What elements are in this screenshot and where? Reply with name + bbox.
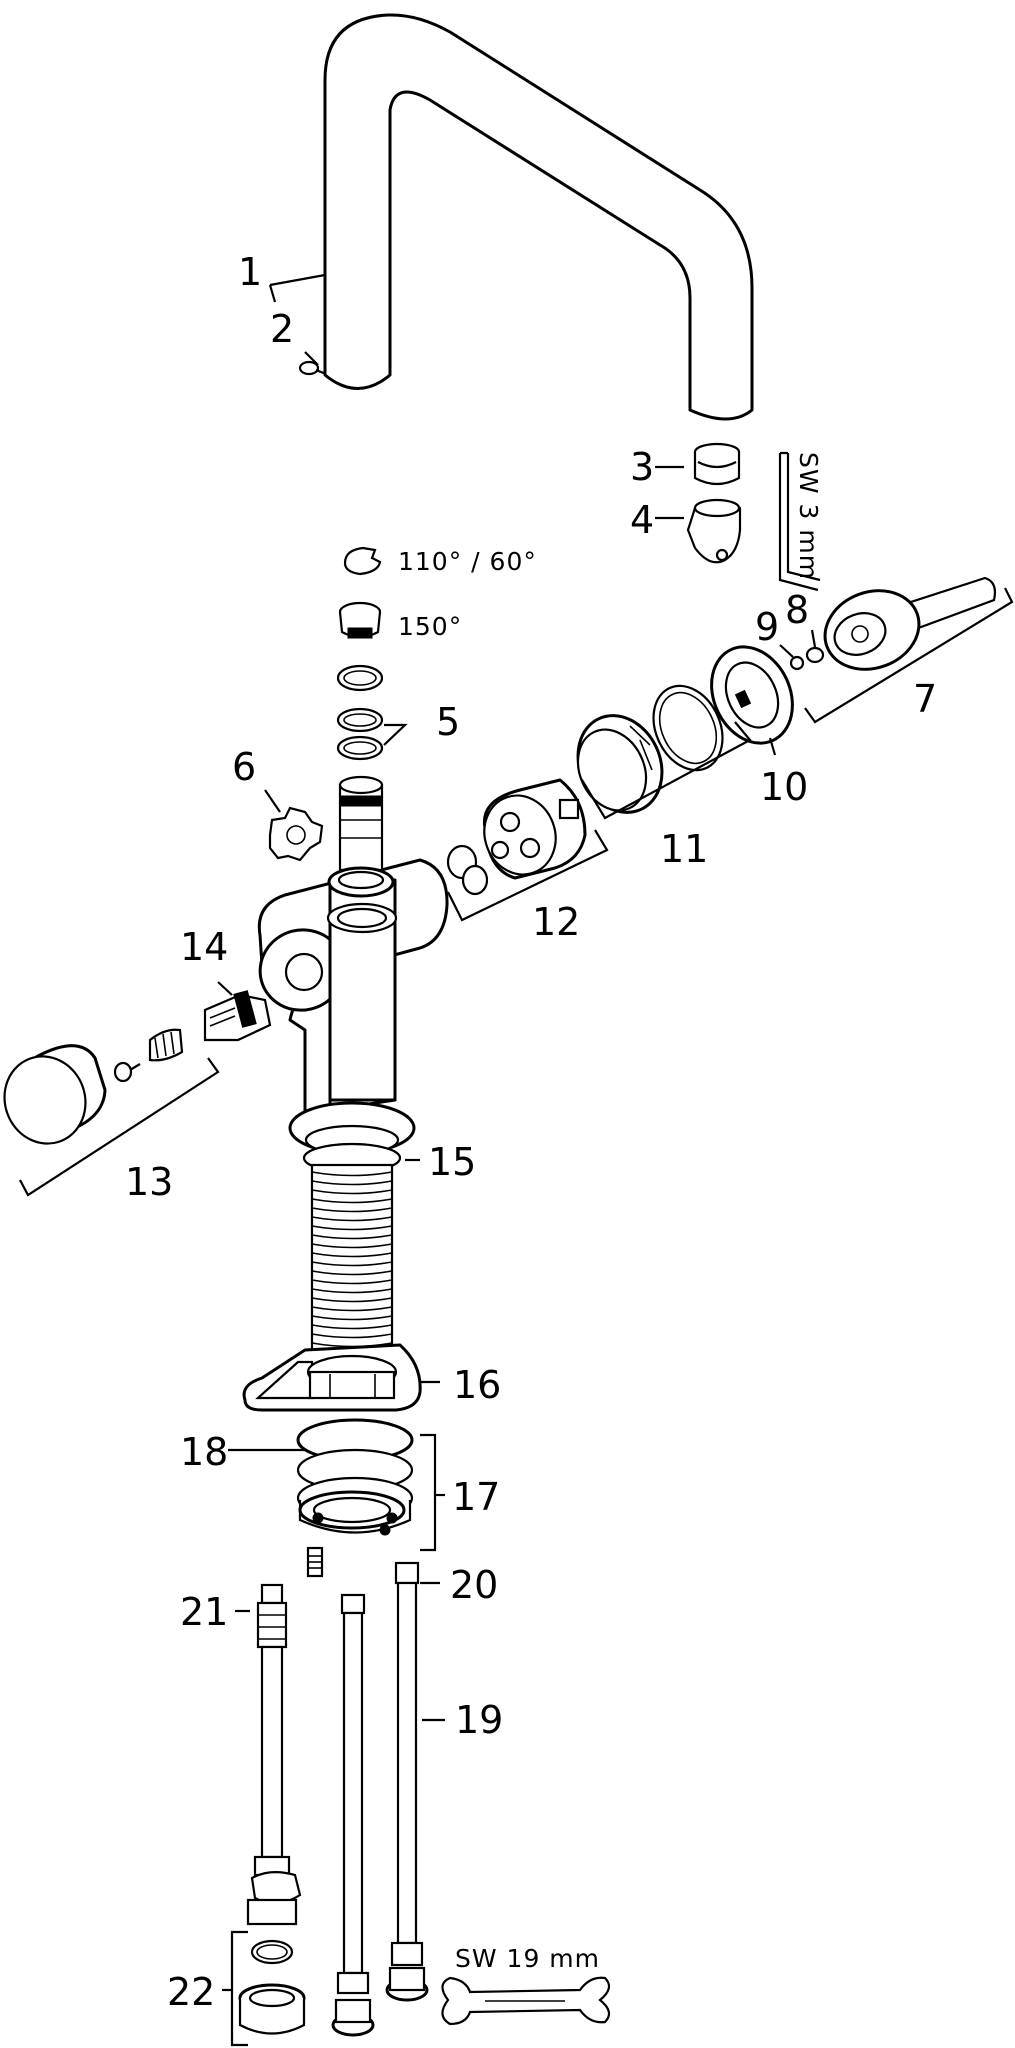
thread-line xyxy=(311,1252,393,1258)
cover-cap-10 xyxy=(710,645,794,745)
thread-line xyxy=(311,1234,393,1240)
label-6: 6 xyxy=(232,745,256,789)
spout xyxy=(323,13,754,421)
label-15: 15 xyxy=(428,1140,476,1184)
seal-and-nut-22 xyxy=(238,1939,306,2035)
label-19: 19 xyxy=(455,1698,503,1742)
star-nut xyxy=(268,806,324,862)
supply-hose-19 xyxy=(331,1593,375,2037)
screw-small xyxy=(298,360,327,376)
angle-110-60-label: 110° / 60° xyxy=(398,547,537,576)
label-20: 20 xyxy=(450,1563,498,1607)
thread-line xyxy=(311,1270,393,1276)
supply-hose-21 xyxy=(246,1583,302,1926)
label-22: 22 xyxy=(167,1970,215,2014)
label-2: 2 xyxy=(270,307,294,351)
hex-key-label: SW 3 mm xyxy=(794,452,823,580)
thread-line xyxy=(311,1279,393,1285)
thread-line xyxy=(311,1198,393,1204)
label-21: 21 xyxy=(180,1590,228,1634)
flange-15 xyxy=(288,1101,416,1174)
side-knob-13 xyxy=(3,1044,107,1145)
angle-limiter-clip xyxy=(343,546,382,576)
diverter-valve-14 xyxy=(203,990,272,1042)
label-5: 5 xyxy=(436,700,460,744)
label-16: 16 xyxy=(453,1363,501,1407)
thread-line xyxy=(311,1171,393,1177)
label-10: 10 xyxy=(760,765,808,809)
label-11: 11 xyxy=(660,827,708,871)
fixing-plate-16 xyxy=(242,1343,422,1412)
angle-150-label: 150° xyxy=(398,612,462,641)
wrench-size-label: SW 19 mm xyxy=(455,1944,600,1973)
thread-line xyxy=(311,1216,393,1222)
knob-screw xyxy=(113,1061,141,1083)
label-3: 3 xyxy=(630,445,654,489)
label-12: 12 xyxy=(532,900,580,944)
thread-line xyxy=(311,1333,393,1339)
thread-line xyxy=(311,1315,393,1321)
o-rings-5 xyxy=(336,664,384,761)
thread-line xyxy=(311,1207,393,1213)
label-7: 7 xyxy=(913,677,937,721)
label-18: 18 xyxy=(180,1430,228,1474)
label-9: 9 xyxy=(755,605,779,649)
nut-9 xyxy=(789,655,805,671)
label-8: 8 xyxy=(785,588,809,632)
threaded-pin xyxy=(306,1546,324,1578)
angle-limiter-stop xyxy=(338,601,382,639)
cartridge-12 xyxy=(446,778,587,896)
hex-key xyxy=(778,451,821,592)
label-17: 17 xyxy=(452,1475,500,1519)
thread-line xyxy=(311,1180,393,1186)
annotations: 110° / 60° 150° SW 3 mm SW 19 mm xyxy=(398,452,823,1973)
aerator-holder xyxy=(686,498,742,564)
aerator xyxy=(693,442,741,486)
leader-lines xyxy=(19,273,1014,2047)
part-labels: 1 2 3 4 5 6 7 8 9 10 11 12 13 14 15 16 1… xyxy=(125,250,937,2014)
thread-line xyxy=(311,1261,393,1267)
thread-line xyxy=(311,1288,393,1294)
fixing-nut-17 xyxy=(296,1418,414,1536)
label-4: 4 xyxy=(630,498,654,542)
tap-body xyxy=(257,858,449,1122)
supply-hose-20 xyxy=(385,1561,429,2002)
label-1: 1 xyxy=(238,250,262,294)
seal-set-11 xyxy=(576,684,724,814)
set-screw-8 xyxy=(805,646,825,664)
thread-line xyxy=(311,1324,393,1330)
thread-line xyxy=(311,1243,393,1249)
thread-line xyxy=(311,1297,393,1303)
shank-threads xyxy=(311,1171,393,1348)
label-13: 13 xyxy=(125,1160,173,1204)
thread-line xyxy=(311,1225,393,1231)
thread-line xyxy=(311,1306,393,1312)
riser-tube xyxy=(327,775,395,898)
label-14: 14 xyxy=(180,925,228,969)
lever-handle xyxy=(823,576,997,671)
knob-adapter xyxy=(148,1028,184,1062)
thread-line xyxy=(311,1189,393,1195)
wrench-icon xyxy=(441,1976,611,2026)
